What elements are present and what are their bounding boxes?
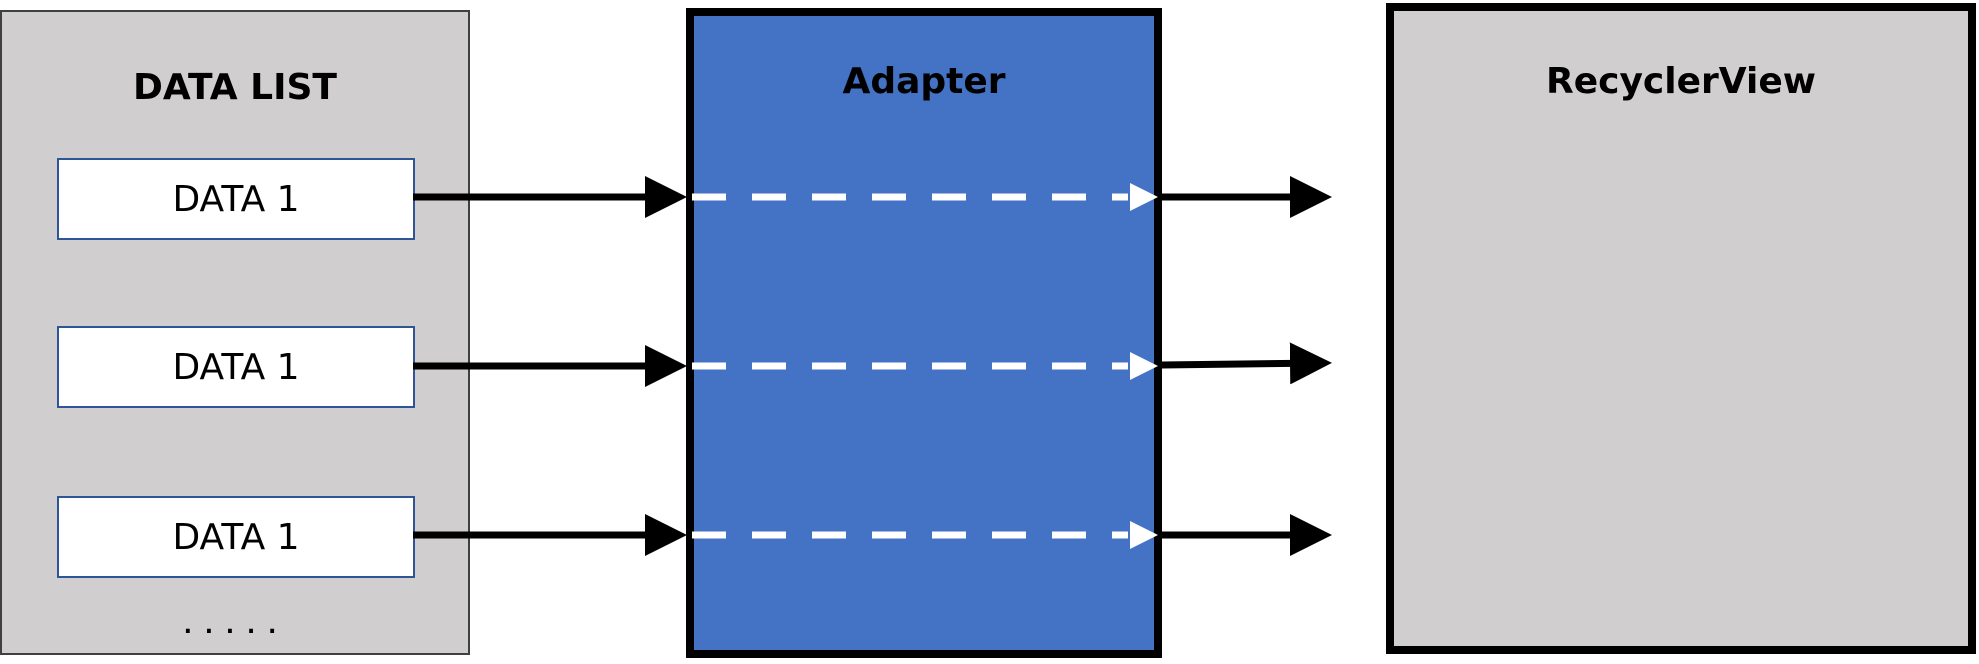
data-list-title: DATA LIST bbox=[133, 67, 337, 108]
recycler-view-title: RecyclerView bbox=[1545, 61, 1817, 102]
adapter-title: Adapter bbox=[842, 61, 1006, 102]
data-item-1: DATA 1 bbox=[57, 158, 415, 240]
data-list-panel: DATA LIST DATA 1 DATA 1 DATA 1 ..... bbox=[0, 10, 470, 655]
data-item-2: DATA 1 bbox=[57, 326, 415, 408]
data-item-3: DATA 1 bbox=[57, 496, 415, 578]
more-items-ellipsis: ..... bbox=[182, 598, 288, 642]
recycler-view-panel: RecyclerView bbox=[1386, 3, 1976, 654]
arrow-adapter-to-recycler-2 bbox=[1161, 342, 1332, 385]
adapter-panel: Adapter bbox=[686, 8, 1162, 658]
